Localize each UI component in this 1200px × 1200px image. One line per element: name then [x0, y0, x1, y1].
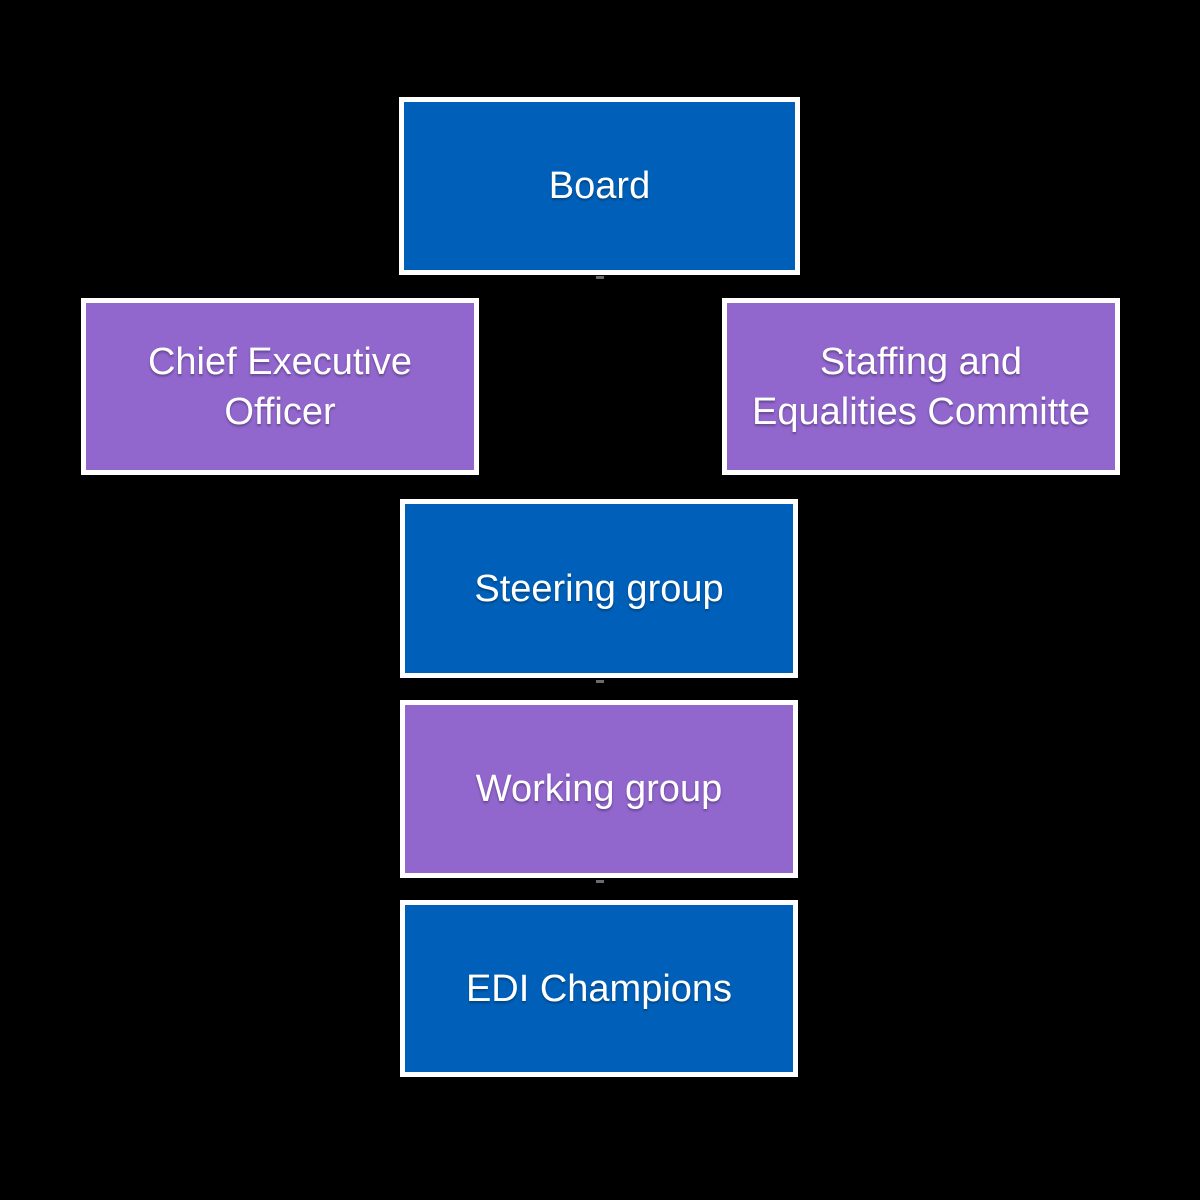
org-node-steering-group-label: Steering group	[474, 567, 724, 610]
org-node-board: Board	[399, 97, 800, 275]
org-node-working-group-label: Working group	[475, 768, 723, 810]
connector-stub-working	[596, 880, 604, 883]
org-node-steering-group: Steering group	[400, 499, 798, 678]
org-node-edi-champions: EDI Champions	[400, 900, 798, 1077]
org-node-board-label: Board	[548, 165, 651, 207]
org-node-chief-executive-officer-label: Chief Executive Officer	[147, 340, 412, 433]
org-node-staffing-and-equalities-committe: Staffing and Equalities Committe	[722, 298, 1120, 475]
org-node-staffing-and-equalities-committe-label: Staffing and Equalities Committe	[752, 340, 1090, 433]
org-node-working-group: Working group	[400, 700, 798, 878]
org-node-edi-champions-label: EDI Champions	[465, 967, 733, 1010]
org-node-chief-executive-officer: Chief Executive Officer	[81, 298, 479, 475]
connector-stub-board	[596, 276, 604, 279]
connector-stub-steering	[596, 680, 604, 683]
